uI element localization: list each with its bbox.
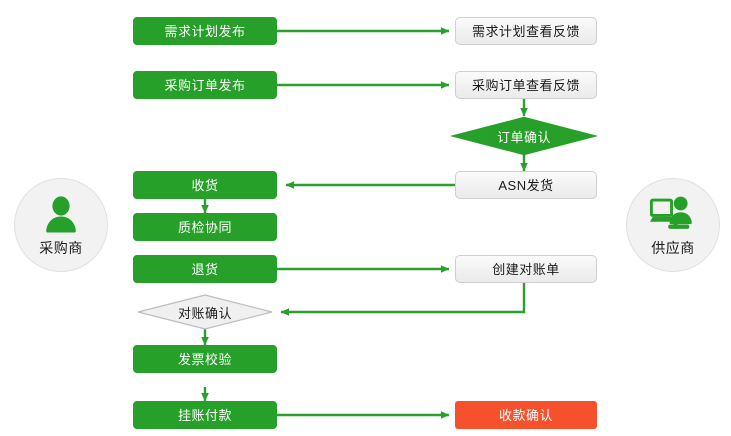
node-quality-check[interactable]: 质检协同 [133,213,277,241]
node-order-confirm-label: 订单确认 [496,129,551,145]
node-po-publish[interactable]: 采购订单发布 [133,71,277,99]
node-demand-plan-publish[interactable]: 需求计划发布 [133,17,277,45]
node-order-confirm[interactable]: 订单确认 [449,116,599,156]
node-receipt-confirm[interactable]: 收款确认 [455,401,597,429]
node-demand-plan-feedback[interactable]: 需求计划查看反馈 [455,17,597,45]
actor-supplier-label: 供应商 [651,239,695,256]
actor-buyer-label: 采购商 [39,239,83,256]
node-po-feedback[interactable]: 采购订单查看反馈 [455,71,597,99]
node-pay-on-account[interactable]: 挂账付款 [133,401,277,429]
node-invoice-verify[interactable]: 发票校验 [133,345,277,373]
node-create-statement[interactable]: 创建对账单 [455,255,597,283]
person-icon [37,193,85,235]
node-asn-ship[interactable]: ASN发货 [455,171,597,199]
actor-supplier[interactable]: 供应商 [626,178,720,272]
edge-create-statement-to-statement-confirm [280,283,526,316]
node-statement-confirm-label: 对账确认 [177,305,232,321]
person-at-computer-icon [649,193,697,235]
node-statement-confirm[interactable]: 对账确认 [137,294,273,330]
actor-buyer[interactable]: 采购商 [14,178,108,272]
node-receive[interactable]: 收货 [133,171,277,199]
node-return-goods[interactable]: 退货 [133,255,277,283]
